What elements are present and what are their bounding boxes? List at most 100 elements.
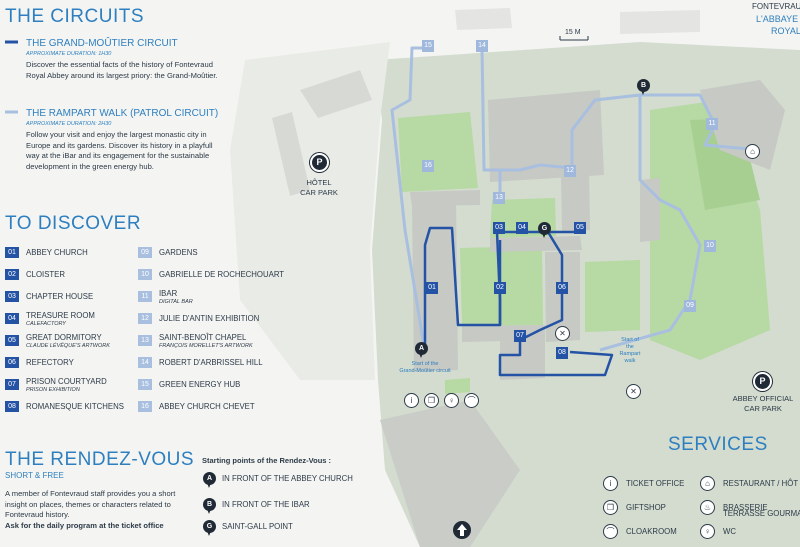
discover-label: ROMANESQUE KITCHENS: [26, 402, 124, 411]
lawn-north: [398, 112, 478, 192]
abbey-park-line1: ABBEY OFFICIAL: [732, 394, 794, 403]
rendezvous-legend-label: IN FRONT OF THE IBAR: [222, 500, 310, 509]
discover-label: JULIE D'ANTIN EXHIBITION: [159, 314, 260, 323]
discover-label: GARDENS: [159, 248, 198, 257]
map-marker-dark[interactable]: 08: [556, 347, 568, 359]
discover-sublabel: DIGITAL BAR: [159, 299, 193, 305]
scale-bar: [559, 36, 589, 41]
discover-number: 09: [138, 247, 152, 258]
map-marker-light[interactable]: 09: [684, 300, 696, 312]
discover-number: 13: [138, 335, 152, 346]
map-hotel-icon: ⌂: [745, 144, 760, 159]
discover-label: IBAR: [159, 289, 178, 298]
discover-label: CHAPTER HOUSE: [26, 292, 94, 301]
map-info-icon: i: [404, 393, 419, 408]
service-label: TICKET OFFICE: [626, 479, 685, 488]
discover-number: 16: [138, 401, 152, 412]
discover-label: ABBEY CHURCH: [26, 248, 88, 257]
map-marker-dark[interactable]: 06: [556, 282, 568, 294]
rendezvous-pin-g[interactable]: G: [538, 222, 551, 238]
discover-label: GREEN ENERGY HUB: [159, 380, 241, 389]
map-marker-dark[interactable]: 02: [494, 282, 506, 294]
start-rampart-line2: the: [626, 344, 634, 350]
map-marker-light[interactable]: 10: [704, 240, 716, 252]
discover-sublabel: FRANÇOIS MORELLET'S ARTWORK: [159, 343, 253, 349]
services-title: SERVICES: [668, 434, 768, 455]
grand-circuit-name: THE GRAND-MOÛTIER CIRCUIT: [26, 38, 178, 49]
discover-label: ABBEY CHURCH CHEVET: [159, 402, 255, 411]
rendezvous-legend-pin: B: [203, 498, 216, 514]
discover-number: 01: [5, 247, 19, 258]
map-marker-light[interactable]: 12: [564, 165, 576, 177]
map-marker-dark[interactable]: 05: [574, 222, 586, 234]
rendezvous-bold: Ask for the daily program at the ticket …: [5, 521, 164, 530]
hotel-parking-icon: P: [310, 153, 329, 172]
info-icon: i: [603, 476, 618, 491]
rendezvous-legend-label: SAINT-GALL POINT: [222, 522, 293, 531]
discover-label: REFECTORY: [26, 358, 74, 367]
map-marker-dark[interactable]: 01: [426, 282, 438, 294]
service-label: BRASSERIE: [723, 503, 768, 512]
map-wc-icon: ♀: [444, 393, 459, 408]
brand-line1: L'ABBAYE: [756, 14, 799, 24]
discover-title: TO DISCOVER: [5, 213, 142, 234]
start-rampart-line4: walk: [624, 358, 636, 364]
header-fontevraud: FONTEVRAUD: [752, 2, 800, 11]
discover-number: 03: [5, 291, 19, 302]
discover-label: PRISON COURTYARD: [26, 377, 107, 386]
start-rampart-line3: Rampart: [619, 351, 641, 357]
rendezvous-legend-pin: G: [203, 520, 216, 536]
circuits-title: THE CIRCUITS: [5, 6, 144, 27]
restaurant-icon: ⌂: [700, 476, 715, 491]
discover-number: 05: [5, 335, 19, 346]
discover-number: 15: [138, 379, 152, 390]
start-grand-line2: Grand-Moûtier circuit: [399, 368, 451, 374]
map-marker-dark[interactable]: 03: [493, 222, 505, 234]
discover-sublabel: PRISON EXHIBITION: [26, 387, 80, 393]
service-label: GIFTSHOP: [626, 503, 666, 512]
discover-label: SAINT-BENOÎT CHAPEL: [159, 333, 247, 342]
map-gift-icon: ❒: [424, 393, 439, 408]
rendezvous-pin-a[interactable]: A: [415, 342, 428, 358]
rendezvous-legend-label: IN FRONT OF THE ABBEY CHURCH: [222, 474, 353, 483]
map-marker-light[interactable]: 16: [422, 160, 434, 172]
rendezvous-subtitle: SHORT & FREE: [5, 471, 64, 480]
rendezvous-legend-pin: A: [203, 472, 216, 488]
start-grand-line1: Start of the: [411, 361, 439, 367]
map-restaurant-icon: ✕: [555, 326, 570, 341]
rampart-circuit-duration: APPROXIMATE DURATION: 2H30: [26, 121, 112, 127]
rendezvous-desc: A member of Fontevraud staff provides yo…: [5, 489, 176, 519]
map-marker-light[interactable]: 11: [706, 118, 718, 130]
discover-sublabel: CALEFACTORY: [26, 321, 66, 327]
discover-number: 07: [5, 379, 19, 390]
gift-icon: ❒: [603, 500, 618, 515]
discover-number: 04: [5, 313, 19, 324]
discover-label: ROBERT D'ARBRISSEL HILL: [159, 358, 263, 367]
brasserie-icon: ♨: [700, 500, 715, 515]
rendezvous-title: THE RENDEZ-VOUS: [5, 449, 195, 470]
map-marker-light[interactable]: 15: [422, 40, 434, 52]
scale-label: 15 M: [565, 29, 581, 36]
rendezvous-starting-title: Starting points of the Rendez-Vous :: [202, 456, 332, 465]
discover-number: 14: [138, 357, 152, 368]
discover-number: 02: [5, 269, 19, 280]
map-marker-light[interactable]: 14: [476, 40, 488, 52]
map-marker-dark[interactable]: 07: [514, 330, 526, 342]
service-label: CLOAKROOM: [626, 527, 677, 536]
map-marker-dark[interactable]: 04: [516, 222, 528, 234]
abbey-parking-icon: P: [753, 372, 772, 391]
map-marker-light[interactable]: 13: [493, 192, 505, 204]
discover-label: GABRIELLE DE ROCHECHOUART: [159, 270, 285, 279]
grand-circuit-desc: Discover the essential facts of the hist…: [26, 60, 218, 80]
discover-number: 06: [5, 357, 19, 368]
discover-label: TREASURE ROOM: [26, 311, 95, 320]
discover-number: 08: [5, 401, 19, 412]
rampart-circuit-desc: Follow your visit and enjoy the largest …: [26, 130, 213, 171]
abbey-park-line2: CAR PARK: [744, 404, 782, 413]
rendezvous-pin-b[interactable]: B: [637, 79, 650, 95]
wc-icon: ♀: [700, 524, 715, 539]
start-rampart-line1: Start of: [621, 337, 639, 343]
discover-sublabel: CLAUDE LÉVÊQUE'S ARTWORK: [26, 343, 110, 349]
cloakroom-icon: ⌒: [603, 524, 618, 539]
